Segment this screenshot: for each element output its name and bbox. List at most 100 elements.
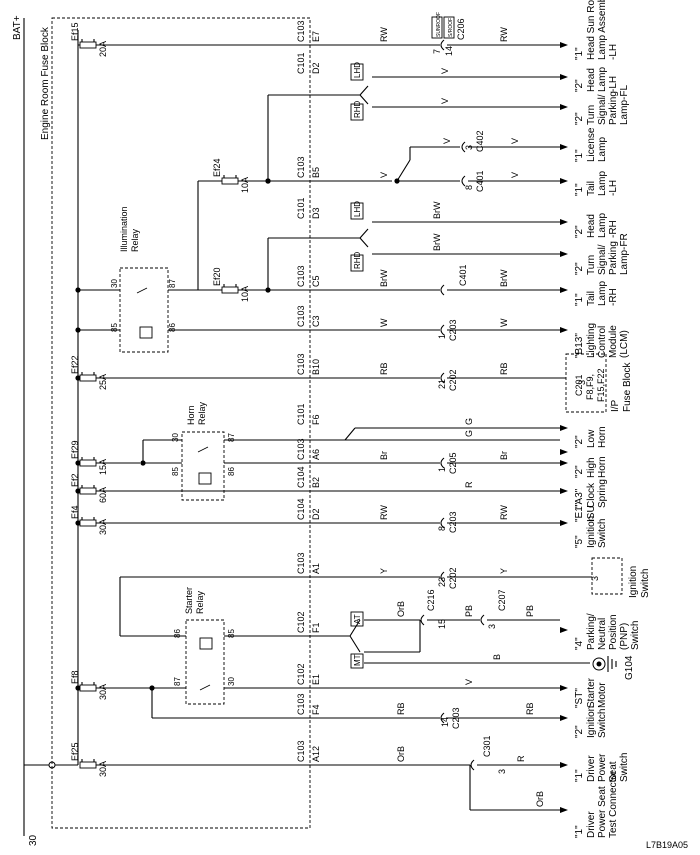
wire-color: R: [464, 481, 474, 488]
dest-pin: "2": [574, 465, 585, 478]
wire-color: BrW: [432, 233, 442, 251]
connector-mark: [440, 372, 445, 384]
inline-connector-id: C401: [458, 264, 468, 286]
arrow-icon: [560, 460, 568, 466]
dest-name: Lamp: [597, 213, 608, 238]
dest-name: -LH: [608, 180, 619, 196]
connector-pin: F6: [311, 414, 321, 425]
dest-pin: "2": [574, 435, 585, 448]
wire-color: R: [516, 755, 526, 762]
fuse-name: Ef20: [212, 267, 222, 286]
connector-mark: [420, 614, 425, 626]
dest-name: Starter: [586, 677, 597, 708]
wire-color: BrW: [432, 201, 442, 219]
connector-pin: B5: [311, 167, 321, 178]
inline-pin: 3: [464, 145, 474, 150]
destination: "E1"ISU: [574, 502, 597, 522]
dest-name: Horn: [597, 456, 608, 478]
sunroof-variant-b: S/ROOF: [448, 18, 454, 37]
wire-color: RW: [379, 505, 389, 520]
dest-pin: "5": [574, 535, 585, 548]
horn-relay-pin: 30: [171, 433, 180, 442]
starter-relay-pin: 85: [227, 629, 236, 638]
dest-name: Ignition: [586, 706, 597, 738]
inline-pin: 14: [440, 717, 450, 727]
wire-color: OrB: [396, 746, 406, 762]
dest-name: Lamp: [597, 67, 608, 92]
harness-split: [359, 85, 369, 105]
inline-connector-id: C206: [456, 18, 466, 40]
wire-color: OrB: [535, 791, 545, 807]
wire-color: PB: [525, 605, 535, 617]
connector-pin: F4: [311, 704, 321, 715]
starter-relay: Starter Relay 86 85 87 30: [173, 587, 236, 705]
dest-name: Low: [586, 429, 597, 448]
connector-pin: E1: [311, 674, 321, 685]
lhd-label-1: LHD: [353, 62, 362, 78]
arrow-icon: [560, 287, 568, 293]
arrow-icon: [560, 627, 568, 633]
arrow-icon: [560, 425, 568, 431]
horn-relay-pin: 86: [227, 467, 236, 476]
fuse-rating: 10A: [240, 177, 250, 193]
dest-name: Lamp Assembly: [597, 0, 608, 60]
arrow-icon: [560, 715, 568, 721]
inline-pin: 15: [437, 619, 447, 629]
dest-pin: "ST": [574, 688, 585, 708]
sunroof-variant-a: SUNROOF: [436, 12, 442, 37]
connector-pin: A12: [311, 746, 321, 762]
dest-name: -LH: [608, 44, 619, 60]
wires: [75, 39, 592, 813]
inline-connector-id: C202: [448, 369, 458, 391]
dest-name: Signal/: [597, 94, 608, 125]
inline-pin: 8: [464, 185, 474, 190]
dest-name: Head: [586, 214, 597, 238]
connector-id: C101: [296, 403, 306, 425]
dest-name: Neutral: [597, 618, 608, 650]
wire-color: G: [464, 418, 474, 425]
inline-pin: 1: [437, 467, 447, 472]
starter-relay-label-2: Relay: [195, 590, 205, 614]
connector-mark: [440, 571, 445, 583]
dest-name: Driver: [586, 755, 597, 782]
illumination-relay-pin: 30: [110, 279, 119, 288]
wire-color: V: [464, 679, 474, 685]
illumination-relay: Illumination Relay 30 87 85 86: [110, 206, 177, 353]
mt-label: MT: [353, 654, 362, 666]
wire-color: Br: [499, 451, 509, 460]
dest-name: Test Connector: [608, 770, 619, 838]
inline-pin: 1: [437, 334, 447, 339]
dest-name: Switch: [630, 621, 641, 650]
fuse-block-outline: [51, 17, 311, 829]
ground-label: 30: [28, 834, 39, 846]
dest-name: High: [586, 457, 597, 478]
inline-pin: 3: [497, 769, 507, 774]
illumination-relay-pin: 86: [168, 323, 177, 332]
arrow-icon: [560, 327, 568, 333]
wire-color: V: [442, 138, 452, 144]
dest-name: Head: [586, 68, 597, 92]
wire-color: RW: [379, 27, 389, 42]
dest-name: Module: [608, 325, 619, 358]
dest-name: Fuse Block: [622, 362, 633, 412]
connector-mark: [440, 517, 445, 529]
dest-pin: "1": [574, 769, 585, 782]
dest-pin: "2": [574, 112, 585, 125]
connector-mark: [440, 457, 445, 469]
starter-relay-pin: 30: [227, 677, 236, 686]
harness-split: [359, 228, 369, 248]
arrow-icon: [560, 178, 568, 184]
arrow-icon: [560, 219, 568, 225]
